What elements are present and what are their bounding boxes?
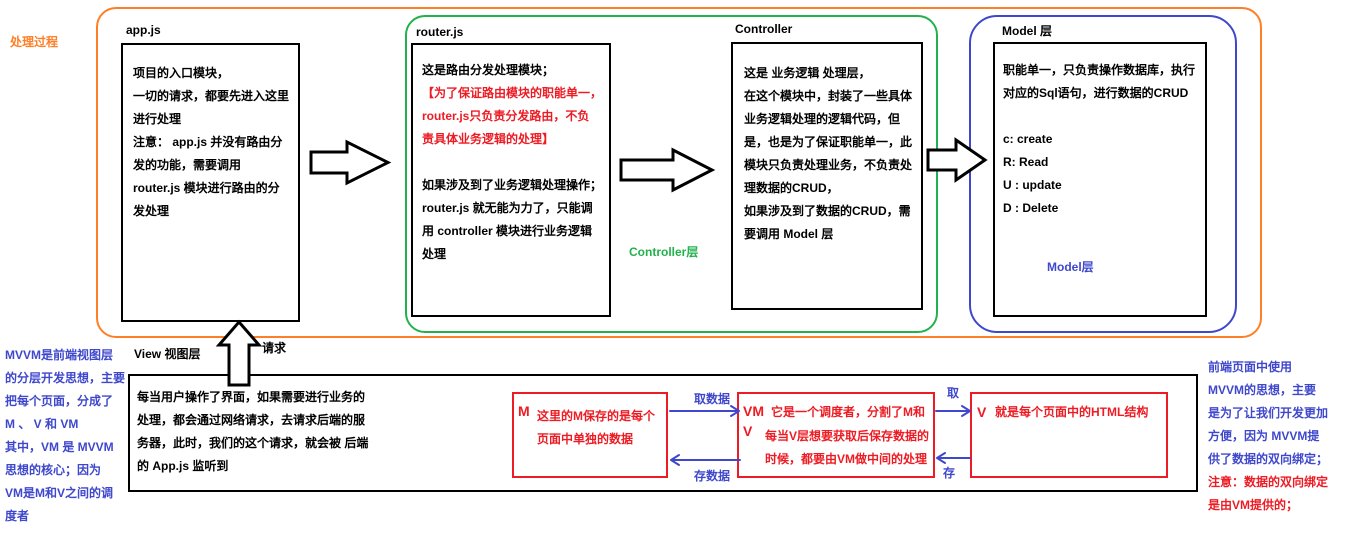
binding-note-line: 前端页面中使用 <box>1208 359 1293 374</box>
router-js-note-line: router.js只负责分发路由，不负 <box>422 108 590 123</box>
router-js-note-line: 责具体业务逻辑的处理】 <box>422 131 555 146</box>
mvvm-note-line: 的分层开发思想，主要 <box>5 370 126 385</box>
router-js-title: router.js <box>416 24 464 39</box>
m-box-label: M <box>518 402 530 419</box>
view-line: 的 App.js 监听到 <box>137 458 229 473</box>
model-box <box>993 42 1207 317</box>
m-box-line: 这里的M保存的是每个 <box>537 408 655 423</box>
controller-line: 是，也是为了保证职能单一，此 <box>744 134 913 149</box>
crud-item-create: c: create <box>1003 131 1053 146</box>
mvvm-note-line: 把每个页面，分成了 <box>5 393 114 408</box>
app-js-box <box>121 43 300 322</box>
store-label: 存 <box>943 465 956 480</box>
crud-item-update: U : update <box>1003 177 1062 192</box>
v-box <box>970 392 1168 478</box>
controller-line: 业务逻辑处理的逻辑代码，但 <box>744 111 901 126</box>
router-js-line: 如果涉及到了业务逻辑处理操作； <box>422 177 603 192</box>
controller-line: 如果涉及到了数据的CRUD，需 <box>744 203 911 218</box>
process-label: 处理过程 <box>10 34 59 49</box>
mvvm-note-line: VM是M和V之间的调 <box>5 485 114 500</box>
controller-box <box>731 42 923 310</box>
app-js-line: 一切的请求，都要先进入这里 <box>133 88 290 103</box>
model-line: 职能单一，只负责操作数据库，执行 <box>1003 62 1196 77</box>
m-box-line: 页面中单独的数据 <box>537 431 634 446</box>
mvvm-note-line: MVVM是前端视图层 <box>5 347 114 362</box>
view-title: View 视图层 <box>134 346 201 361</box>
vm-box-label-second: V <box>743 422 753 439</box>
app-js-line: 项目的入口模块， <box>133 65 230 80</box>
binding-note-line: 方便，因为 MVVM提 <box>1208 428 1320 443</box>
app-js-line: 发处理 <box>133 203 170 218</box>
request-label: 请求 <box>262 340 287 355</box>
blank-line <box>422 151 602 174</box>
mvvm-note-line: 其中，VM 是 MVVM <box>5 439 114 454</box>
backend-process-frame <box>96 7 1262 338</box>
fetch-data-label: 取数据 <box>694 391 731 406</box>
blank-line <box>1003 105 1195 128</box>
router-js-line: 处理 <box>422 246 447 261</box>
binding-notice-line: 是由VM提供的； <box>1208 497 1299 512</box>
mvvm-note-line: M 、 V 和 VM <box>5 416 79 431</box>
binding-note: 前端页面中使用 MVVM的思想，主要 是为了让我们开发更加 方便，因为 MVVM… <box>1208 356 1328 517</box>
binding-note-line: 是为了让我们开发更加 <box>1208 405 1329 420</box>
vm-box <box>737 392 935 478</box>
binding-note-line: MVVM的思想，主要 <box>1208 382 1317 397</box>
app-js-description: 项目的入口模块， 一切的请求，都要先进入这里 进行处理 注意： app.js 并… <box>133 62 289 223</box>
controller-title: Controller <box>735 21 793 36</box>
vm-box-line: 它是一个调度者，分割了M和 <box>771 404 925 419</box>
router-js-line: 用 controller 模块进行业务逻辑 <box>422 223 593 238</box>
crud-item-delete: D : Delete <box>1003 200 1059 215</box>
app-js-line: router.js 模块进行路由的分 <box>133 180 280 195</box>
app-js-title: app.js <box>126 22 161 37</box>
view-line: 务器，此时，我们的这个请求，就会被 后端 <box>137 435 369 450</box>
view-line: 处理，都会通过网络请求，去请求后端的服 <box>137 412 366 427</box>
v-box-label: V <box>977 403 987 420</box>
m-box <box>512 392 668 478</box>
mvvm-note-line: 度者 <box>5 508 30 523</box>
controller-description: 这是 业务逻辑 处理层， 在这个模块中，封装了一些具体 业务逻辑处理的逻辑代码，… <box>744 62 912 246</box>
binding-notice-line: 注意：数据的双向绑定 <box>1208 474 1329 489</box>
router-js-intro: 这是路由分发处理模块； <box>422 62 555 77</box>
model-layer-label: Model层 <box>1047 259 1094 274</box>
router-js-description: 这是路由分发处理模块； 【为了保证路由模块的职能单一， router.js只负责… <box>422 59 602 266</box>
m-box-description: 这里的M保存的是每个 页面中单独的数据 <box>537 405 655 451</box>
mvvm-note: MVVM是前端视图层 的分层开发思想，主要 把每个页面，分成了 M 、 V 和 … <box>5 344 125 528</box>
view-line: 每当用户操作了界面，如果需要进行业务的 <box>137 389 366 404</box>
crud-item-read: R: Read <box>1003 154 1049 169</box>
controller-line: 这是 业务逻辑 处理层， <box>744 65 871 80</box>
model-line: 对应的Sql语句，进行数据的CRUD <box>1003 85 1189 100</box>
v-box-text: 就是每个页面中的HTML结构 <box>995 404 1149 419</box>
app-js-line: 发的功能，需要调用 <box>133 157 242 172</box>
app-js-line: 注意： app.js 并没有路由分 <box>133 134 283 149</box>
controller-line: 在这个模块中，封装了一些具体 <box>744 88 913 103</box>
mvvm-note-line: 思想的核心；因为 <box>5 462 102 477</box>
fetch-label: 取 <box>947 385 960 400</box>
view-description: 每当用户操作了界面，如果需要进行业务的 处理，都会通过网络请求，去请求后端的服 … <box>137 386 368 478</box>
app-js-line: 进行处理 <box>133 111 182 126</box>
vm-box-line: 每当V层想要获取后保存数据的 <box>765 428 930 443</box>
vm-box-line: 时候，都要由VM做中间的处理 <box>765 451 928 466</box>
controller-layer-label: Controller层 <box>629 244 699 259</box>
vm-box-description: 每当V层想要获取后保存数据的 时候，都要由VM做中间的处理 <box>765 425 929 471</box>
router-js-line: router.js 就无能为力了，只能调 <box>422 200 593 215</box>
controller-line: 要调用 Model 层 <box>744 226 834 241</box>
model-description: 职能单一，只负责操作数据库，执行 对应的Sql语句，进行数据的CRUD c: c… <box>1003 59 1195 220</box>
vm-box-label: VM <box>743 402 764 419</box>
binding-note-line: 供了数据的双向绑定； <box>1208 451 1329 466</box>
model-title: Model 层 <box>1002 23 1052 38</box>
router-js-box <box>411 43 611 317</box>
router-js-note-line: 【为了保证路由模块的职能单一， <box>422 85 603 100</box>
store-data-label: 存数据 <box>694 468 731 483</box>
controller-line: 模块只负责处理业务，不负责处 <box>744 157 913 172</box>
controller-line: 理数据的CRUD， <box>744 180 839 195</box>
